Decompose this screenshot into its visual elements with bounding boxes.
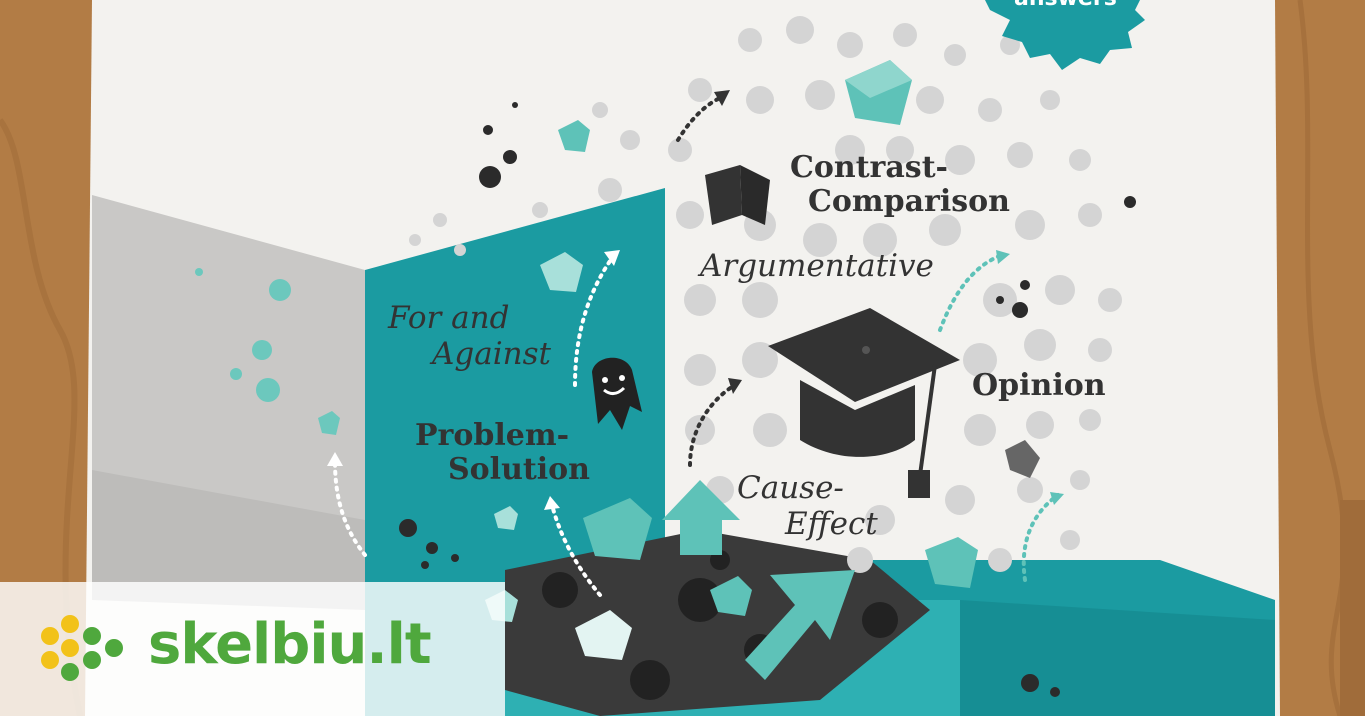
label-argumentative: Argumentative: [700, 248, 934, 284]
teal-dots: [195, 268, 291, 402]
halftone-dots: [409, 16, 1122, 573]
label-for-and: For and: [388, 300, 510, 336]
label-problem: Problem-: [415, 418, 570, 453]
cube-shapes: [318, 60, 978, 660]
label-cause: Cause-: [737, 470, 844, 506]
graduation-cap-icon: [768, 308, 960, 498]
watermark-text: skelbiu.lt: [148, 612, 432, 677]
watermark-banner: [0, 582, 505, 716]
label-opinion: Opinion: [972, 368, 1106, 403]
label-solution: Solution: [448, 452, 590, 487]
block-arrows: [662, 480, 855, 680]
monster-icon: [592, 357, 642, 430]
label-effect: Effect: [785, 506, 878, 542]
answers-badge: [985, 0, 1145, 70]
label-contrast: Contrast-: [790, 150, 948, 185]
badge-text: answers: [1014, 0, 1117, 11]
book-icon: [705, 165, 1040, 478]
dark-dots: [399, 102, 1136, 697]
arrow-heads: [327, 90, 1064, 510]
label-comparison: Comparison: [808, 184, 1010, 219]
skelbiu-logo-icon: [41, 615, 123, 681]
label-against: Against: [432, 336, 551, 372]
dotted-arrows: [333, 96, 1060, 597]
